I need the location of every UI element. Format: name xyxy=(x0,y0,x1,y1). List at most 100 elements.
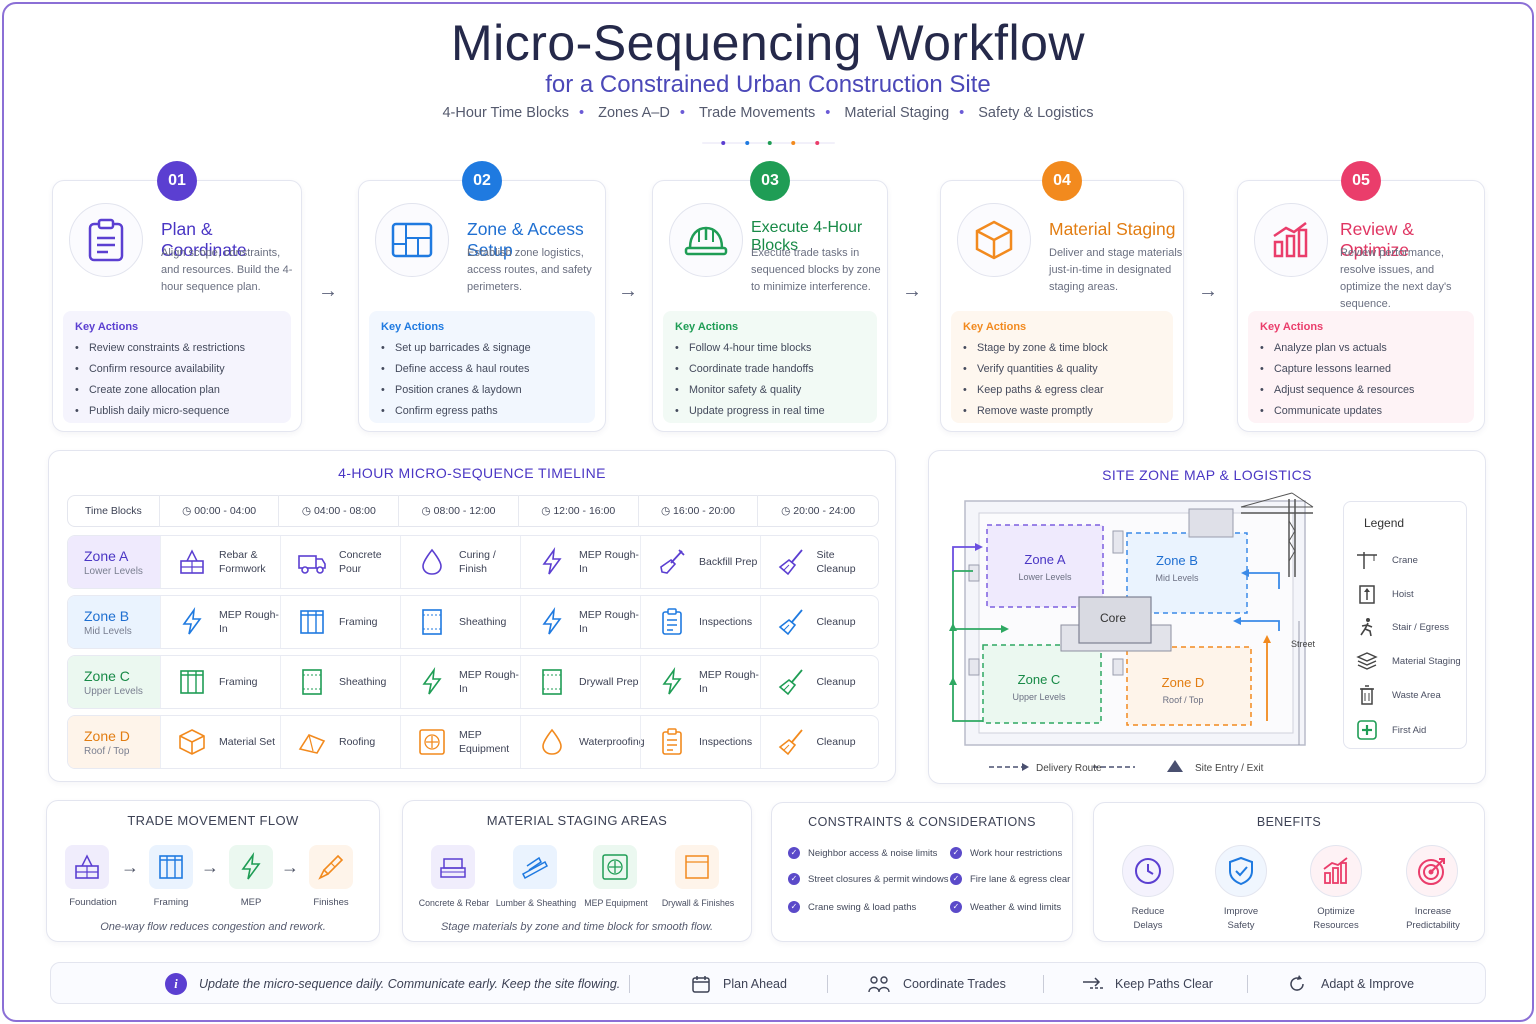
phase-number: 02 xyxy=(462,161,502,201)
legend-item-egress: Stair / Egress xyxy=(1356,617,1449,637)
zone-label: Zone C Upper Levels xyxy=(68,656,160,708)
timeline-cell: MEP Rough-In xyxy=(520,596,640,648)
phase-description: Establish zone logistics, access routes,… xyxy=(467,247,592,293)
constraint-label: Weather & wind limits xyxy=(970,901,1062,913)
key-actions: Key Actions Set up barricades & signage … xyxy=(369,311,595,423)
crane-icon xyxy=(1357,552,1377,569)
frame-icon xyxy=(295,607,329,637)
tag: Safety & Logistics xyxy=(978,105,1094,121)
phase-card-plan: 01 Plan & Coordinate Align scope, constr… xyxy=(52,161,302,432)
footer-item-label: Keep Paths Clear xyxy=(1115,977,1213,991)
arrow-right-icon: → xyxy=(121,857,139,877)
constraint-item: ✓ Weather & wind limits xyxy=(950,901,1061,913)
arrow-right-icon: → xyxy=(1198,280,1218,302)
phase-description: Execute trade tasks in sequenced blocks … xyxy=(751,247,881,293)
phase-number: 05 xyxy=(1341,161,1381,201)
check-icon: ✓ xyxy=(788,901,800,913)
benefit-line2: Safety xyxy=(1227,920,1255,931)
arrow-right-icon: → xyxy=(902,280,922,302)
task-label: Inspections xyxy=(699,616,753,628)
constraint-item: ✓ Neighbor access & noise limits xyxy=(788,847,937,859)
brush-icon xyxy=(309,845,353,889)
phase-card-execute: 03 Execute 4-Hour Blocks Execute trade t… xyxy=(652,161,888,432)
color-dots-divider xyxy=(702,141,835,145)
timeline-cell: Inspections xyxy=(640,716,760,768)
timeline-cell: Cleanup xyxy=(760,716,872,768)
zone-c-sub: Upper Levels xyxy=(1012,692,1066,702)
staging-area-label: Lumber & Sheathing xyxy=(495,898,577,908)
task-label: MEP Rough-In xyxy=(459,669,519,695)
time-block-label: 00:00 - 04:00 xyxy=(194,505,257,517)
phase-number: 03 xyxy=(750,161,790,201)
clipboard-icon xyxy=(655,727,689,757)
task-label: MEP Rough-In xyxy=(579,549,639,575)
crane-icon xyxy=(1240,492,1314,577)
task-label: Backfill Prep xyxy=(699,556,758,568)
footer-item-label: Plan Ahead xyxy=(723,977,787,991)
staging-note: Stage materials by zone and time block f… xyxy=(440,921,714,933)
key-action-item: Confirm resource availability xyxy=(75,359,279,380)
timeline-row: Zone B Mid Levels MEP Rough-In Framing S… xyxy=(67,595,879,649)
check-icon: ✓ xyxy=(950,847,962,859)
key-action-item: Communicate updates xyxy=(1260,401,1462,422)
footer-item-label: Coordinate Trades xyxy=(903,977,1006,991)
constraint-label: Neighbor access & noise limits xyxy=(808,847,938,859)
tag-separator: • xyxy=(959,105,965,121)
clock-icon: ◷ xyxy=(421,505,434,517)
zone-name: Zone B xyxy=(84,608,130,624)
benefit-line2: Delays xyxy=(1133,920,1163,931)
key-actions-title: Key Actions xyxy=(963,321,1027,333)
timeline-panel: 4-HOUR MICRO-SEQUENCE TIMELINE Time Bloc… xyxy=(48,450,896,782)
phase-number: 01 xyxy=(157,161,197,201)
footer-item: Adapt & Improve xyxy=(1287,963,1414,1005)
zone-d-sub: Roof / Top xyxy=(1163,695,1204,705)
key-action-item: Review constraints & restrictions xyxy=(75,338,279,359)
trash-icon xyxy=(1360,685,1374,705)
key-action-item: Define access & haul routes xyxy=(381,359,583,380)
street-label: Street xyxy=(1291,639,1316,649)
task-label: Rebar & Formwork xyxy=(219,549,266,575)
key-action-item: Monitor safety & quality xyxy=(675,380,865,401)
constraints-title: CONSTRAINTS & CONSIDERATIONS xyxy=(808,815,1036,829)
panel-icon xyxy=(675,845,719,889)
zone-label: Zone A Lower Levels xyxy=(68,536,160,588)
key-action-item: Position cranes & laydown xyxy=(381,380,583,401)
clock-icon: ◷ xyxy=(660,505,674,517)
timeline-cell: Concrete Pour xyxy=(280,536,400,588)
page-subtitle: for a Constrained Urban Construction Sit… xyxy=(545,71,991,98)
constraints-panel: CONSTRAINTS & CONSIDERATIONS ✓ Neighbor a… xyxy=(771,802,1073,942)
timeline-cell: MEP Rough-In xyxy=(160,596,280,648)
zone-c-label: Zone C xyxy=(1018,672,1061,687)
timeline-cell: Cleanup xyxy=(760,596,872,648)
check-icon: ✓ xyxy=(950,901,962,913)
footer-separator xyxy=(827,975,828,993)
key-action-item: Create zone allocation plan xyxy=(75,380,279,401)
key-actions-title: Key Actions xyxy=(381,321,445,333)
tag-separator: • xyxy=(679,105,685,121)
flow-step-label: Framing xyxy=(153,897,189,908)
task-label: MEP Rough-In xyxy=(579,609,639,635)
key-action-item: Capture lessons learned xyxy=(1260,359,1462,380)
legend-label: Waste Area xyxy=(1392,689,1441,701)
timeline-cell: Inspections xyxy=(640,596,760,648)
staging-area-label: Concrete & Rebar xyxy=(418,898,490,908)
rebar-icon xyxy=(65,845,109,889)
footer-bar: i Update the micro-sequence daily. Commu… xyxy=(50,962,1486,1004)
legend-label: Material Staging xyxy=(1392,655,1461,667)
legend-item-waste: Waste Area xyxy=(1356,685,1441,705)
constraint-label: Crane swing & load paths xyxy=(808,901,917,913)
hardhat-icon xyxy=(669,203,743,277)
tag: 4-Hour Time Blocks xyxy=(442,105,569,121)
legend-item-first-aid: First Aid xyxy=(1356,720,1426,740)
bolt-icon xyxy=(415,667,449,697)
bolt-icon xyxy=(229,845,273,889)
check-icon: ✓ xyxy=(788,847,800,859)
timeline-cell: Waterproofing xyxy=(520,716,645,768)
zone-label: Zone D Roof / Top xyxy=(68,716,160,768)
footer-item: Keep Paths Clear xyxy=(1081,963,1213,1005)
timeline-grid: Time Blocks ◷ 00:00 - 04:00 ◷ 04:00 - 08… xyxy=(67,495,879,775)
